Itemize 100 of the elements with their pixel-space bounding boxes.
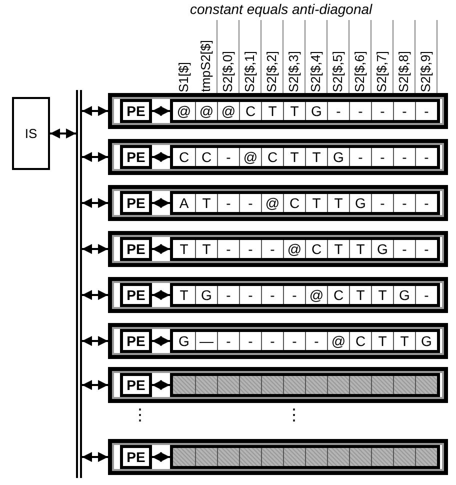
column-label: S2[$,7]	[375, 50, 389, 92]
double-arrow	[152, 244, 170, 254]
memory-cell: -	[371, 102, 393, 120]
column-label: S2[$,8]	[397, 50, 411, 92]
memory-cell: C	[283, 194, 305, 212]
processor-frame	[108, 439, 448, 475]
memory-cell: T	[393, 332, 415, 350]
memory-cell: -	[261, 286, 283, 304]
processor-frame	[108, 93, 448, 129]
memory-array	[170, 237, 440, 261]
double-arrow	[82, 106, 108, 116]
memory-cell: -	[415, 286, 437, 304]
memory-cell: G	[305, 102, 327, 120]
memory-cell-text: T	[178, 286, 190, 304]
double-arrow	[82, 152, 108, 162]
memory-cell: -	[371, 148, 393, 166]
ellipsis: ⋮	[286, 406, 302, 425]
double-arrow	[152, 452, 170, 462]
double-arrow	[50, 128, 76, 138]
memory-cell: -	[349, 148, 371, 166]
memory-array	[170, 445, 440, 469]
memory-cell: -	[305, 332, 327, 350]
memory-cell: -	[349, 102, 371, 120]
memory-cell: T	[327, 240, 349, 258]
memory-array	[170, 99, 440, 123]
column-label: S2[$,4]	[309, 50, 323, 92]
memory-array	[170, 373, 440, 397]
memory-cell: C	[305, 240, 327, 258]
memory-cell: @	[283, 240, 305, 258]
memory-cell: @	[239, 148, 261, 166]
memory-cell-text: G	[178, 332, 190, 350]
memory-cell: -	[393, 194, 415, 212]
memory-cell: C	[327, 286, 349, 304]
memory-cell: T	[261, 102, 283, 120]
double-arrow	[82, 198, 108, 208]
memory-cell: -	[415, 102, 437, 120]
memory-cell: C	[261, 148, 283, 166]
processing-element: PE	[120, 145, 152, 169]
memory-cell-text: @	[176, 102, 192, 120]
column-label: S1[$]	[177, 62, 191, 92]
header-title: constant equals anti-diagonal	[190, 1, 372, 17]
memory-cell: T	[283, 102, 305, 120]
memory-cell: -	[371, 194, 393, 212]
memory-cell: C	[349, 332, 371, 350]
double-arrow	[152, 336, 170, 346]
ellipsis: ⋮	[132, 406, 148, 425]
double-arrow	[82, 244, 108, 254]
processor-frame	[108, 185, 448, 221]
memory-cell: @	[217, 102, 239, 120]
column-label: S2[$,2]	[265, 50, 279, 92]
column-label: S2[$,0]	[221, 50, 235, 92]
memory-cell: G	[393, 286, 415, 304]
memory-cell: T	[349, 286, 371, 304]
processing-element: PE	[120, 445, 152, 469]
memory-cell: T	[371, 286, 393, 304]
column-label: tmpS2[$]	[199, 40, 213, 92]
memory-cell-text: A	[178, 194, 190, 212]
memory-cell: -	[415, 240, 437, 258]
column-label: S2[$,9]	[419, 50, 433, 92]
memory-cell: -	[239, 286, 261, 304]
double-arrow	[152, 380, 170, 390]
double-arrow	[152, 152, 170, 162]
memory-array	[170, 145, 440, 169]
processor-frame	[108, 277, 448, 313]
memory-cell: —	[195, 332, 217, 350]
double-arrow	[82, 452, 108, 462]
memory-cell: -	[239, 194, 261, 212]
memory-cell: -	[415, 194, 437, 212]
memory-cell: T	[305, 194, 327, 212]
processor-frame	[108, 367, 448, 403]
memory-cell: T	[195, 194, 217, 212]
memory-cell: T	[195, 240, 217, 258]
memory-cell: @	[305, 286, 327, 304]
memory-cell: -	[393, 148, 415, 166]
processor-frame	[108, 231, 448, 267]
double-arrow	[82, 380, 108, 390]
memory-cell: -	[239, 240, 261, 258]
memory-cell: -	[239, 332, 261, 350]
system-box: IS	[12, 97, 50, 170]
processing-element: PE	[120, 191, 152, 215]
column-label: S2[$,3]	[287, 50, 301, 92]
memory-cell: -	[217, 148, 239, 166]
memory-cell: -	[217, 194, 239, 212]
memory-cell: -	[393, 102, 415, 120]
processor-frame	[108, 139, 448, 175]
memory-cell-text: T	[178, 240, 190, 258]
memory-array	[170, 329, 440, 353]
processor-frame	[108, 323, 448, 359]
bus-bar	[76, 90, 82, 478]
memory-cell: -	[217, 286, 239, 304]
memory-cell: -	[283, 332, 305, 350]
memory-cell: -	[393, 240, 415, 258]
memory-cell: -	[283, 286, 305, 304]
memory-cell: -	[261, 332, 283, 350]
column-label: S2[$,5]	[331, 50, 345, 92]
memory-cell: T	[327, 194, 349, 212]
memory-cell: G	[327, 148, 349, 166]
memory-cell: G	[371, 240, 393, 258]
memory-cell: T	[283, 148, 305, 166]
double-arrow	[152, 198, 170, 208]
